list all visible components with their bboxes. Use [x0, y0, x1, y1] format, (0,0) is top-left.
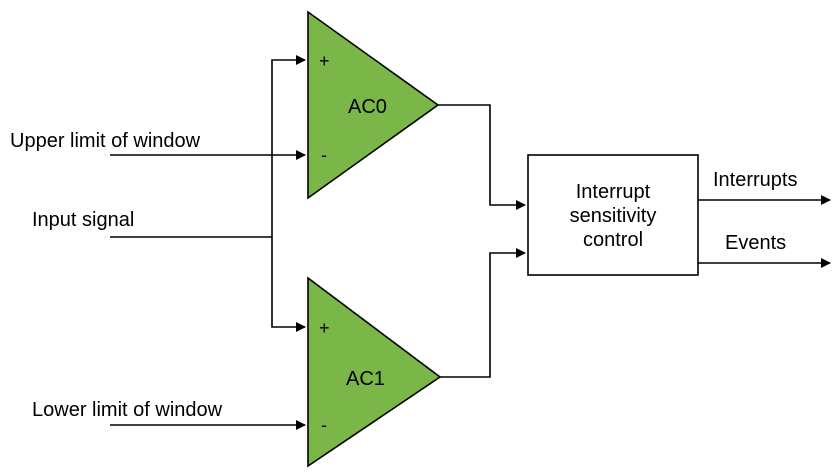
ac1-label: AC1: [346, 368, 385, 390]
lower-limit-label: Lower limit of window: [32, 399, 223, 421]
ac0-output-wire: [438, 104, 526, 210]
upper-limit-label: Upper limit of window: [10, 130, 201, 152]
ac1-output-wire: [440, 248, 526, 378]
events-label: Events: [725, 232, 786, 254]
comparator-ac0: [307, 10, 440, 200]
ac0-plus-sign: +: [319, 51, 330, 71]
input-signal-label: Input signal: [32, 209, 134, 231]
block-line-1: Interrupt: [576, 181, 651, 203]
interrupts-label: Interrupts: [713, 169, 797, 191]
interrupt-sensitivity-control-block: [527, 154, 699, 276]
input-to-ac0-plus-wire: [271, 55, 306, 237]
comparator-ac1: [307, 276, 442, 468]
ac0-minus-sign: -: [321, 145, 327, 165]
block-line-2: sensitivity: [570, 205, 657, 227]
ac0-label: AC0: [348, 96, 387, 118]
ac1-plus-sign: +: [319, 318, 330, 338]
input-to-ac1-plus-wire: [271, 237, 306, 332]
ac1-minus-sign: -: [321, 415, 327, 435]
block-line-3: control: [583, 229, 643, 251]
